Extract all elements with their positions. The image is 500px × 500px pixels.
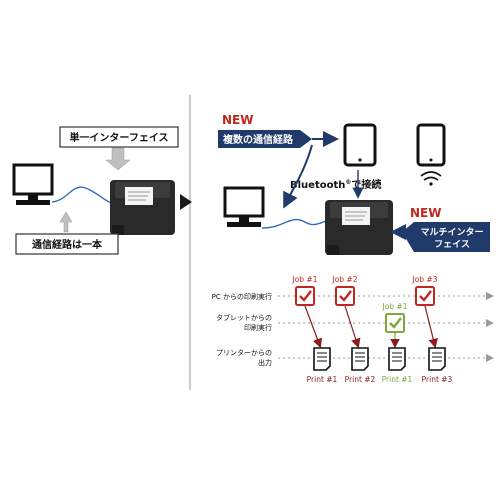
left-monitor-icon [12,163,54,205]
tablet-icon [343,123,377,167]
timeline-row-label: PC からの印刷実行 [212,292,272,301]
receipt-icon [388,347,406,371]
single-interface-callout [59,126,179,148]
single-path-callout [15,233,119,255]
registered-mark: ® [345,179,351,186]
multi-path-label: 複数の通信経路 [222,133,294,146]
receipt-icon [351,347,369,371]
transition-arrow [180,194,192,210]
bluetooth-brand: Bluetooth [290,180,345,191]
checkmark-icon [389,317,402,329]
job-to-print-arrow [304,305,322,349]
print-label: Print #1 [307,375,338,384]
multi-interface-line2: フェイス [434,239,470,250]
smartphone-icon [416,123,446,167]
timeline-row-label-line2: 印刷実行 [244,323,272,332]
multi-interface-banner [402,222,490,252]
job-label: Job #3 [411,275,437,284]
job-label: Job #2 [331,275,357,284]
checkbox-icon [415,286,435,306]
right-monitor-icon [223,186,265,227]
receipt-icon [313,347,331,371]
timeline-row-label: タブレットからの [216,313,272,322]
timeline-row-label-line2: 出力 [258,358,272,367]
path-arrow-to-monitor [283,144,313,209]
single-interface-label: 単一インターフェイス [69,131,168,144]
job-label: Job #1 [291,275,317,284]
checkmark-icon [339,290,352,302]
print-label: Print #3 [422,375,453,384]
single-path-label: 通信経路は一本 [32,238,103,251]
job-label: Job #1 [381,302,407,311]
new-badge-2: NEW [410,206,441,220]
bluetooth-suffix: で接続 [351,178,381,191]
bluetooth-label: Bluetooth®で接続 [290,178,381,191]
right-printer-icon [325,200,393,255]
multi-interface-line1: マルチインター [420,226,483,238]
single-path-arrow [59,211,73,233]
multi-path-banner [218,130,312,148]
checkbox-icon [295,286,315,306]
wifi-icon [420,171,442,186]
timeline-row-label: プリンターからの [216,348,272,357]
single-interface-arrow [105,147,131,171]
right-cable [261,218,331,229]
new-badge-1: NEW [222,113,253,127]
checkmark-icon [299,290,312,302]
print-label: Print #2 [345,375,376,384]
print-label: Print #1 [382,375,413,384]
checkbox-icon [335,286,355,306]
checkbox-icon [385,313,405,333]
job-to-print-arrow [424,305,438,349]
receipt-icon [428,347,446,371]
left-printer-icon [110,180,175,235]
left-cable [51,186,121,205]
checkmark-icon [419,290,432,302]
job-to-print-arrow [344,305,361,349]
